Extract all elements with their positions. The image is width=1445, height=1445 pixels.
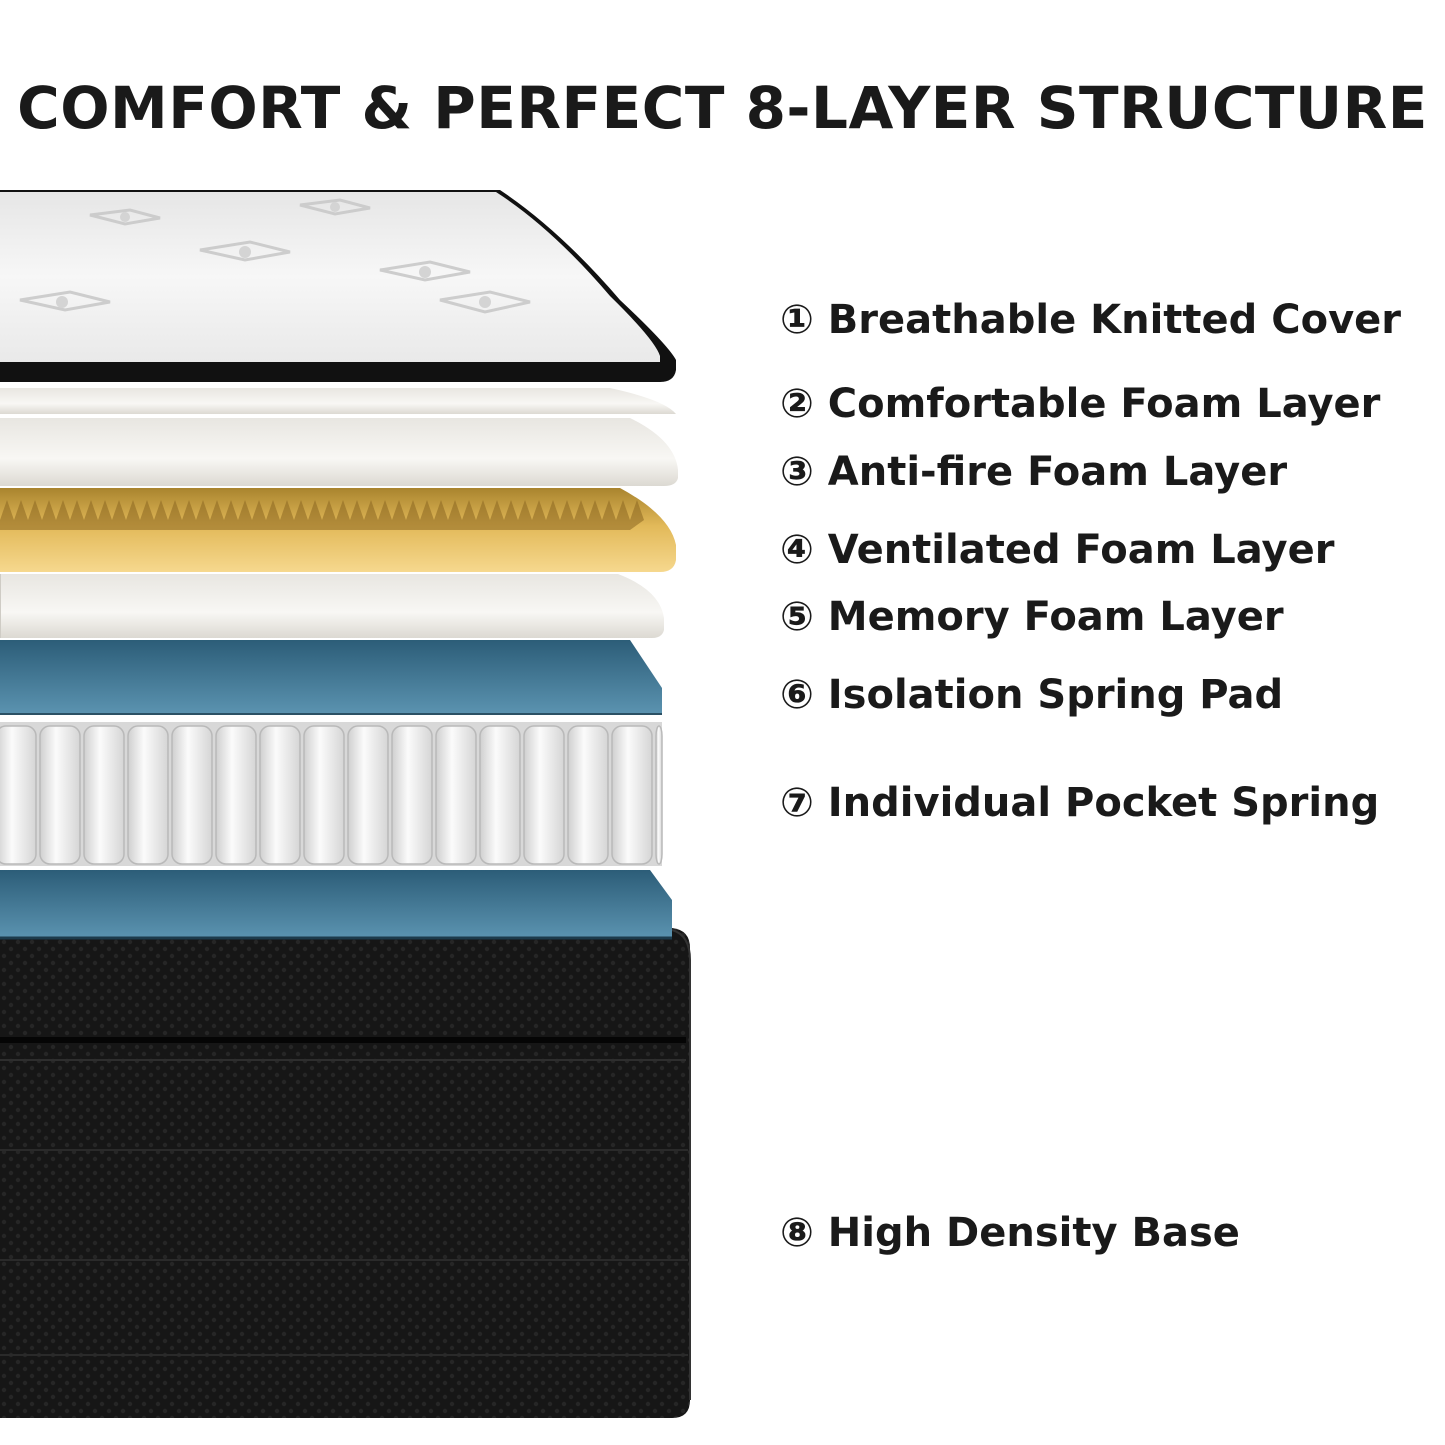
pocket-spring-coil	[611, 725, 653, 865]
pocket-spring-coil	[479, 725, 521, 865]
pocket-spring-coil	[127, 725, 169, 865]
pocket-spring-coil	[215, 725, 257, 865]
individual-pocket-spring	[0, 722, 663, 866]
pocket-spring-coil	[171, 725, 213, 865]
isolation-spring-pad-lower	[0, 870, 672, 940]
layer-label-4: ④ Ventilated Foam Layer	[780, 527, 1335, 573]
pocket-spring-coil	[391, 725, 433, 865]
anti-fire-foam-layer	[0, 418, 678, 486]
pocket-spring-coil	[567, 725, 609, 865]
breathable-knitted-cover	[0, 190, 676, 382]
comfortable-foam-layer	[0, 388, 676, 414]
pocket-spring-coil	[523, 725, 565, 865]
pocket-spring-coil	[435, 725, 477, 865]
memory-foam-layer	[0, 574, 664, 638]
layer-label-1: ① Breathable Knitted Cover	[780, 297, 1401, 343]
pocket-spring-coil	[347, 725, 389, 865]
page-title: COMFORT & PERFECT 8-LAYER STRUCTURE	[17, 74, 1428, 142]
layer-label-5: ⑤ Memory Foam Layer	[780, 594, 1284, 640]
pocket-spring-coil	[83, 725, 125, 865]
mattress-cross-section	[0, 190, 691, 1418]
layer-label-6: ⑥ Isolation Spring Pad	[780, 672, 1284, 718]
pocket-spring-coil	[39, 725, 81, 865]
pocket-spring-coil	[259, 725, 301, 865]
pocket-spring-coil	[0, 725, 37, 865]
layer-label-3: ③ Anti-fire Foam Layer	[780, 449, 1288, 495]
pocket-spring-coil	[303, 725, 345, 865]
layer-label-7: ⑦ Individual Pocket Spring	[780, 780, 1380, 826]
layer-label-8: ⑧ High Density Base	[780, 1210, 1240, 1256]
high-density-base	[0, 928, 691, 1418]
ventilated-foam-layer	[0, 488, 676, 572]
layer-label-2: ② Comfortable Foam Layer	[780, 381, 1381, 427]
isolation-spring-pad-upper	[0, 640, 662, 715]
pocket-spring-coil	[655, 725, 663, 865]
